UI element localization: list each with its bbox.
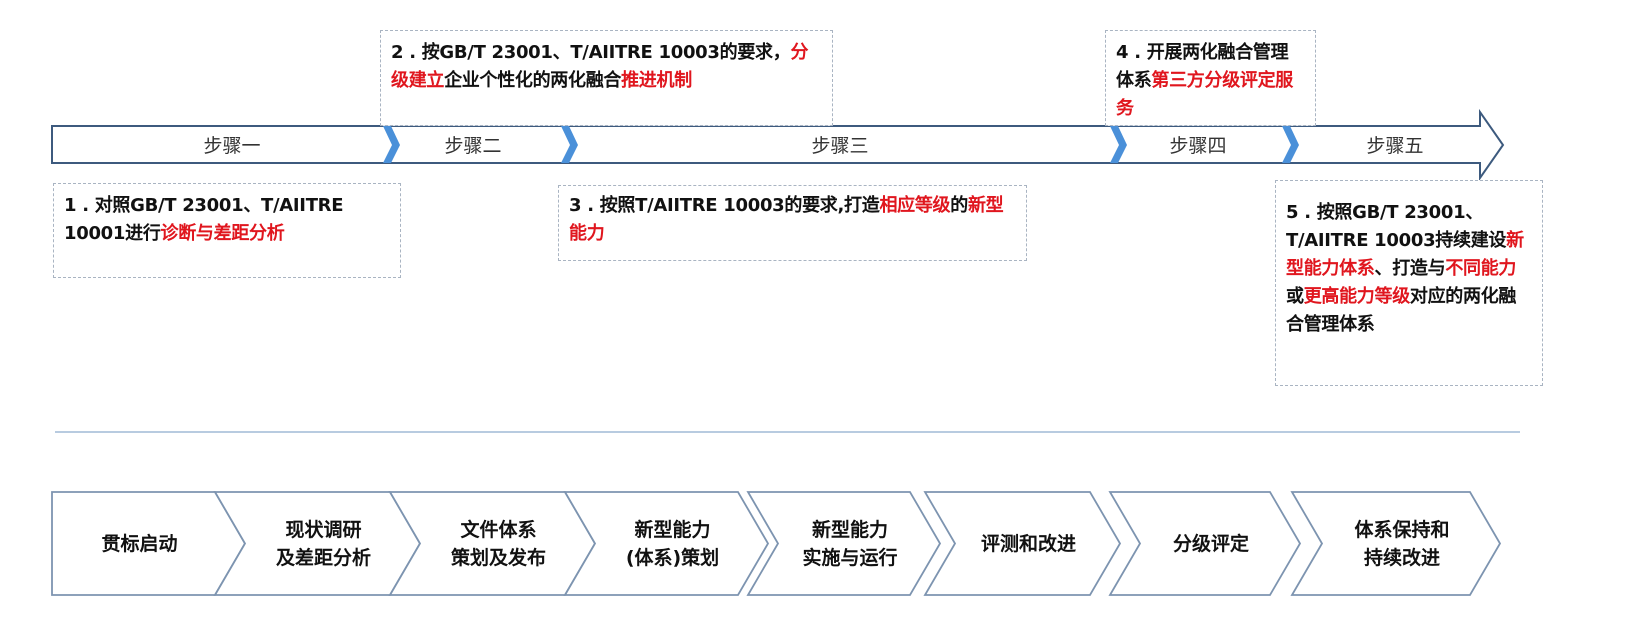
highlighted-text: 相应等级 bbox=[879, 195, 951, 216]
note-text: 企业个性化的两化融合 bbox=[444, 70, 622, 91]
highlighted-text: 更高能力等级 bbox=[1303, 286, 1411, 307]
flow-step-shape bbox=[563, 491, 770, 596]
highlighted-text: 新型能力体系 bbox=[1286, 230, 1524, 279]
note-text: 5 . 按照GB/T 23001、T/AIITRE 10003持续建设 bbox=[1286, 202, 1507, 251]
step-label-4: 步骤四 bbox=[1169, 135, 1227, 157]
note-text: 2 . 按GB/T 23001、T/AIITRE 10003的要求， bbox=[391, 42, 791, 63]
step-1-note: 1 . 对照GB/T 23001、T/AIITRE 10001进行诊断与差距分析 bbox=[53, 183, 401, 278]
note-text: 3 . 按照T/AIITRE 10003的要求,打造 bbox=[569, 195, 880, 216]
timeline-arrow bbox=[51, 108, 1505, 182]
step-label-3: 步骤三 bbox=[811, 135, 869, 157]
note-text: 、打造与 bbox=[1374, 258, 1446, 279]
step-3-note: 3 . 按照T/AIITRE 10003的要求,打造相应等级的新型能力 bbox=[558, 185, 1027, 261]
flow-step-label: 体系保持和 持续改进 bbox=[1354, 518, 1450, 569]
chevron-icon bbox=[561, 126, 578, 163]
note-text: 4 . 开展两化融合管理体系 bbox=[1116, 42, 1289, 91]
step-label-5: 步骤五 bbox=[1366, 135, 1424, 157]
flow-step-shape bbox=[923, 491, 1122, 596]
step-4-note: 4 . 开展两化融合管理体系第三方分级评定服务 bbox=[1105, 30, 1316, 126]
note-text: 对应的两化融合管理体系 bbox=[1286, 286, 1517, 335]
highlighted-text: 第三方分级评定服务 bbox=[1116, 70, 1294, 119]
step-label-1: 步骤一 bbox=[203, 135, 261, 157]
highlighted-text: 诊断与差距分析 bbox=[160, 223, 285, 244]
highlighted-text: 新型能力 bbox=[569, 195, 1004, 244]
highlighted-text: 不同能力 bbox=[1445, 258, 1517, 279]
flow-step-label: 分级评定 bbox=[1172, 532, 1249, 555]
flow-step-label: 文件体系 策划及发布 bbox=[450, 518, 546, 569]
flow-step-label: 评测和改进 bbox=[980, 532, 1076, 555]
step-2-note: 2 . 按GB/T 23001、T/AIITRE 10003的要求，分级建立企业… bbox=[380, 30, 833, 126]
flow-step-shape bbox=[1108, 491, 1302, 596]
flow-step-label: 新型能力 实施与运行 bbox=[802, 518, 898, 569]
step-separators bbox=[383, 126, 1299, 163]
highlighted-text: 推进机制 bbox=[621, 70, 692, 91]
highlighted-text: 分级建立 bbox=[391, 42, 809, 91]
note-text: 1 . 对照GB/T 23001、T/AIITRE 10001进行 bbox=[64, 195, 344, 244]
flow-step-label: 贯标启动 bbox=[101, 532, 178, 555]
chevron-icon bbox=[383, 126, 400, 163]
step-5-note: 5 . 按照GB/T 23001、T/AIITRE 10003持续建设新型能力体… bbox=[1275, 180, 1543, 386]
flow-step-shape bbox=[1290, 491, 1502, 596]
flow-step-label: 新型能力 (体系)策划 bbox=[625, 518, 720, 569]
step-label-2: 步骤二 bbox=[444, 135, 502, 157]
note-text: 或 bbox=[1286, 286, 1304, 307]
note-text: 的 bbox=[950, 195, 968, 216]
flow-step-shape bbox=[746, 491, 942, 596]
chevron-icon bbox=[1110, 126, 1127, 163]
chevron-icon bbox=[1282, 126, 1299, 163]
flow-step-label: 现状调研 及差距分析 bbox=[275, 518, 371, 569]
